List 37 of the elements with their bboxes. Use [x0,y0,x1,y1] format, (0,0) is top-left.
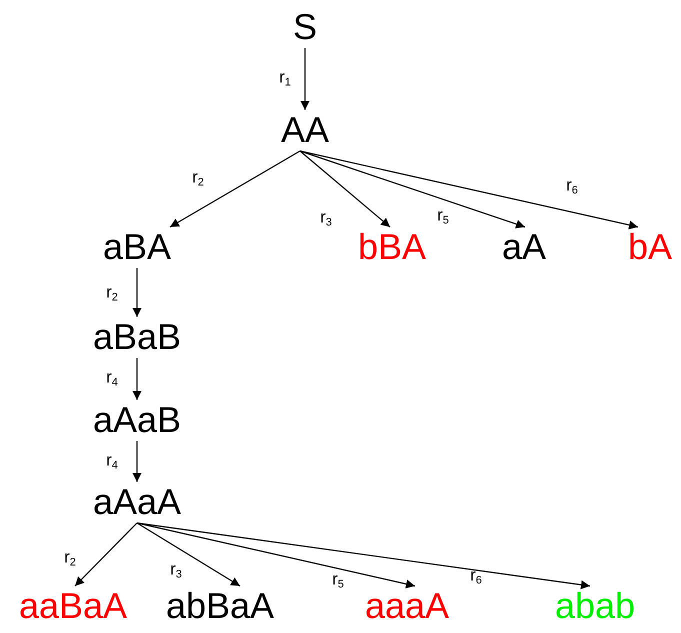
arrow [132,441,142,482]
string-label: bBA [358,229,426,265]
edge-label: r$_{4}$ [106,368,118,390]
edge-label: r$_{3}$ [320,208,332,230]
string-label: bA [628,229,672,265]
string-label: aBaB [92,319,182,355]
string-label: abab [554,588,636,624]
string-label: S [292,9,317,45]
edge-label: r$_{5}$ [437,206,449,228]
arrow [300,150,526,228]
edge-label: r$_{2}$ [106,284,118,306]
arrow [132,268,142,317]
arrow [136,522,416,588]
edge-label: r$_{4}$ [106,452,118,474]
string-label: aaBaA [18,588,128,624]
arrow [300,150,638,230]
arrow [136,522,590,590]
arrow [300,150,390,228]
string-label: aAaB [92,402,182,438]
arrow [300,48,310,110]
edge-label: r$_{2}$ [192,168,204,190]
string-label: abBaA [166,588,274,624]
string-label: aAaA [92,484,182,520]
string-label: AA [280,112,330,148]
arrow [132,358,142,400]
edge-label: r$_{2}$ [64,548,76,570]
edge-label: r$_{5}$ [332,570,344,592]
arrow [74,522,138,586]
edge-label: r$_{3}$ [170,560,182,582]
string-label: aA [502,229,546,265]
string-label: aaaA [364,588,450,624]
edge-label: r$_{6}$ [470,566,482,588]
arrow [136,522,240,587]
edge-label: r$_{6}$ [566,176,578,198]
string-label: aBA [102,229,172,265]
edge-label: r$_{1}$ [279,68,291,90]
arrow [170,150,300,228]
